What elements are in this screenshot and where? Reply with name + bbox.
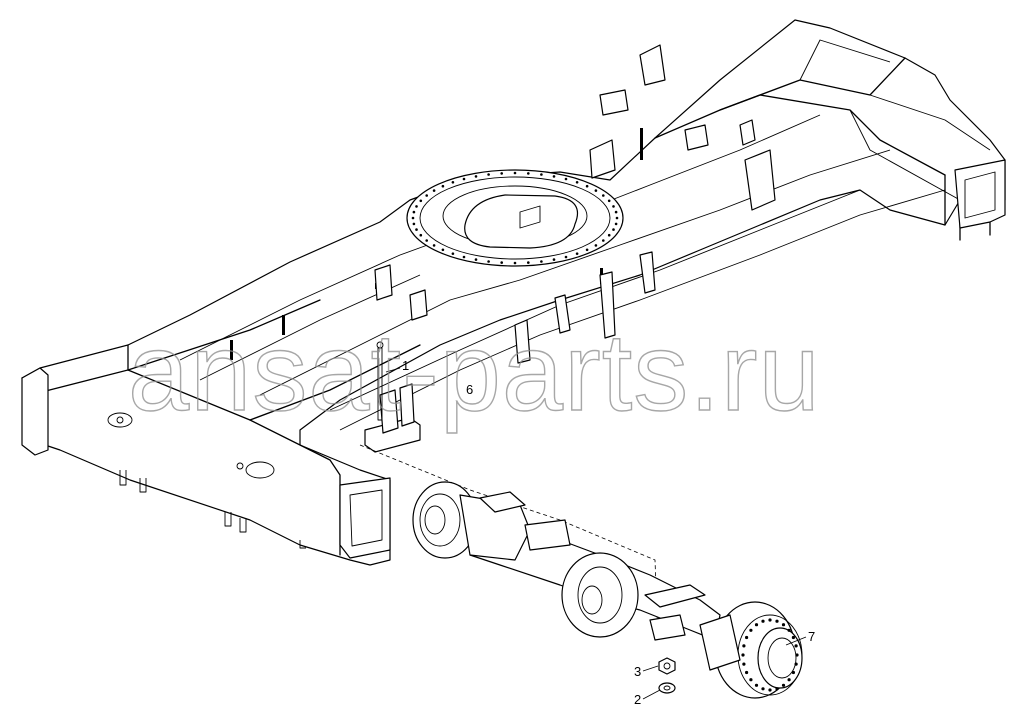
hub-bolt [741,653,745,657]
bolt-hole [575,181,579,184]
hub-bolt [745,635,749,640]
bolt-hole [552,258,556,261]
bolt-hole [607,233,611,237]
hub-bolt [742,662,746,666]
bolt-hole [602,239,605,242]
callout-7: 7 [785,629,815,646]
bolt-hole [612,228,615,231]
bolt-hole [412,222,416,226]
bolt-hole [540,173,543,176]
bolt-hole [607,199,611,203]
bolt-hole [462,177,466,181]
nut-item-3 [658,657,676,675]
bolt-hole [441,248,445,252]
bolt-hole [564,177,568,181]
svg-text:7: 7 [808,629,815,644]
hub-bolt [795,653,799,657]
svg-text:3: 3 [634,664,641,679]
bolt-hole [513,261,517,265]
bolt-hole [451,181,455,184]
bolt-hole [425,194,429,197]
svg-text:2: 2 [634,692,641,707]
bolt-hole [575,252,579,255]
hub-bolt [791,635,796,640]
ring-bolt-holes [411,171,619,265]
callout-6: 6 [466,382,473,397]
bolt-hole [594,244,598,247]
callout-1: 1 [385,358,409,373]
axle-mounting-bracket [364,341,421,453]
bolt-hole [432,189,436,192]
hub-bolt [742,644,746,648]
bolt-hole [602,194,605,197]
hub-bolt [761,619,765,623]
bolt-hole [474,258,478,261]
hub-bolt [781,623,786,627]
bolt-hole [487,260,490,263]
bolt-hole [419,233,423,237]
bolt-hole [412,210,416,214]
bolt-hole [594,189,598,192]
bolt-hole [500,172,504,175]
bolt-hole [432,244,436,247]
bolt-hole [415,205,418,208]
hub-bolt [754,623,759,627]
svg-text:1: 1 [402,358,409,373]
hub-bolt [768,618,772,622]
hub-bolt [745,670,749,675]
bolt-hole [527,172,530,175]
hub-bolt [787,678,791,682]
bolt-hole [585,184,589,188]
bolt-hole [564,255,568,259]
bolt-hole [487,173,490,176]
bolt-hole [474,175,478,178]
hub-bolt [787,628,791,632]
callout-2: 2 [634,689,661,707]
bolt-hole [425,239,429,242]
hub-bolt [794,662,798,666]
bolt-hole [419,199,423,203]
hub-bolt-ring [741,618,799,692]
bolt-hole [585,248,589,252]
hub-bolt [761,687,765,691]
hub-bolt [749,628,753,632]
svg-text:6: 6 [466,382,473,397]
hub-bolt [791,670,796,675]
bolt-hole [527,261,530,264]
bolt-hole [451,252,455,255]
hub-bolt [794,644,798,648]
chassis-frame [21,19,1006,566]
hub-bolt [749,678,753,682]
bolt-hole [500,261,504,264]
hub-bolt [775,687,779,691]
bolt-hole [540,260,543,263]
bolt-hole [415,228,418,231]
callout-3: 3 [634,664,659,679]
slewing-ring [406,169,624,267]
hub-bolt [781,683,786,687]
bolt-hole [411,216,415,220]
bolt-hole [552,175,556,178]
bolt-hole [612,205,615,208]
bolt-hole [614,222,618,226]
bolt-hole [441,184,445,188]
bolt-hole [513,171,517,175]
drive-axle [412,481,803,699]
hub-bolt [754,683,759,687]
washer-item-2 [658,682,676,694]
hub-bolt [775,619,779,623]
bolt-hole [462,255,466,259]
watermark: ansat-parts.ru [128,311,821,434]
bolt-hole [615,216,619,220]
bolt-hole [614,210,618,214]
hub-bolt [768,688,772,692]
suspension-brackets [374,44,776,364]
